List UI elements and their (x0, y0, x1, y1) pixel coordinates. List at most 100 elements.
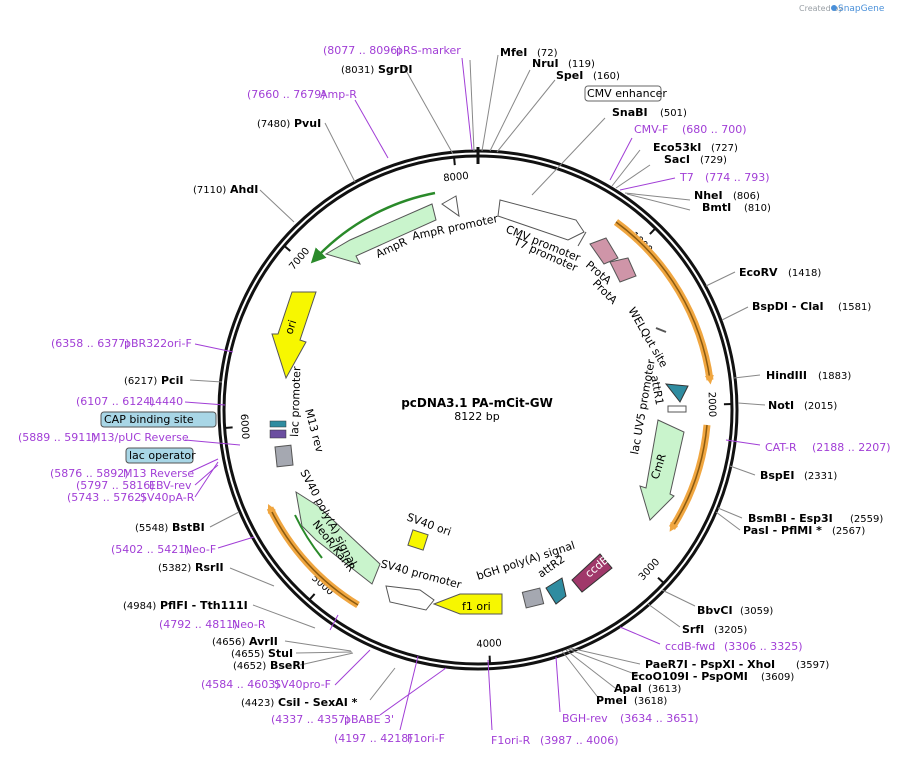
primer-label[interactable]: pBR322ori-F (124, 337, 192, 350)
enzyme-label[interactable]: AhdI (230, 183, 258, 196)
ring-tick-mark (657, 576, 665, 584)
primer-label[interactable]: pBABE 3' (344, 713, 394, 726)
f1-ori-label[interactable]: f1 ori (462, 600, 491, 613)
enzyme-label[interactable]: StuI (268, 647, 293, 660)
enzyme-position: (3597) (796, 660, 829, 671)
enzyme-label[interactable]: SnaBI (612, 106, 648, 119)
enzyme-label[interactable]: PaeR7I - PspXI - XhoI (645, 658, 775, 671)
ring-tick-label: 4000 (476, 638, 502, 650)
ring-tick-label: 7000 (287, 246, 312, 273)
cap-binding-site-label[interactable]: CAP binding site (104, 413, 194, 426)
attr1-label[interactable]: attR1 (648, 374, 666, 406)
enzyme-label[interactable]: BspDI - ClaI (752, 300, 824, 313)
enzyme-label[interactable]: HindIII (766, 369, 807, 382)
primer-label[interactable]: Neo-R (232, 618, 266, 631)
enzyme-position: (3618) (634, 696, 667, 707)
enzyme-label[interactable]: PvuI (294, 117, 321, 130)
primer-range: (680 .. 700) (682, 123, 747, 136)
lac-operator-label[interactable]: lac operator (129, 449, 196, 462)
enzyme-position: (2559) (850, 514, 883, 525)
primer-range: (4337 .. 4357) (271, 713, 350, 726)
lac-operator-label-box (125, 447, 194, 464)
enzyme-label[interactable]: NheI (694, 189, 723, 202)
cap-binding-site-box (100, 411, 217, 428)
primer-label[interactable]: T7 (679, 171, 694, 184)
primer-label[interactable]: Amp-R (320, 88, 357, 101)
enzyme-label[interactable]: BbvCI (697, 604, 733, 617)
primer-range: (4584 .. 4603) (201, 678, 280, 691)
primer-range: (5889 .. 5911) (18, 431, 97, 444)
primer-range: (8077 .. 8096) (323, 44, 402, 57)
primer-range: (4792 .. 4811) (159, 618, 238, 631)
prota-label-2[interactable]: ProtA (590, 277, 620, 307)
primer-label[interactable]: M13 Reverse (123, 467, 194, 480)
ori-arrow (271, 291, 317, 380)
enzyme-label[interactable]: BstBI (172, 521, 205, 534)
primer-label[interactable]: EBV-rev (149, 479, 192, 492)
primer-label[interactable]: F1ori-F (407, 732, 445, 745)
primer-label[interactable]: ccdB-fwd (665, 640, 715, 653)
enzyme-label[interactable]: SrfI (682, 623, 704, 636)
primer-labels: (8077 .. 8096) pRS-marker (7660 .. 7679)… (18, 44, 891, 747)
lac-promoter-box (269, 420, 287, 428)
enzyme-label[interactable]: SpeI (556, 69, 583, 82)
primer-label[interactable]: BGH-rev (562, 712, 608, 725)
enzyme-label[interactable]: PmeI (596, 694, 627, 707)
enzyme-label[interactable]: EcoRV (739, 266, 778, 279)
enzyme-label[interactable]: NotI (768, 399, 794, 412)
enzyme-position: (3205) (714, 625, 747, 636)
enzyme-label[interactable]: BsmBI - Esp3I (748, 512, 833, 525)
primer-label[interactable]: Neo-F (184, 543, 216, 556)
primer-label[interactable]: M13/pUC Reverse (91, 431, 189, 444)
m13-rev-label[interactable]: M13 rev (302, 407, 326, 454)
rna-arc-3-line (267, 503, 359, 606)
enzyme-position: (7480) (257, 119, 290, 130)
enzyme-label[interactable]: BseRI (270, 659, 305, 672)
rna-arc-1-line (615, 221, 714, 385)
enzyme-label[interactable]: NruI (532, 57, 559, 70)
primer-label[interactable]: SV40pA-R (140, 491, 195, 504)
sv40-polya-box (274, 444, 294, 468)
primer-label[interactable]: CAT-R (765, 441, 797, 454)
snapgene-logo-text: SnapGene (838, 4, 885, 14)
enzyme-position: (4423) (241, 698, 274, 709)
enzyme-position: (2331) (804, 471, 837, 482)
primer-label[interactable]: SV40pro-F (274, 678, 331, 691)
primer-label[interactable]: L4440 (149, 395, 183, 408)
primer-range: (6107 .. 6124) (76, 395, 155, 408)
enzyme-position: (72) (537, 48, 558, 59)
enzyme-label[interactable]: ApaI (614, 682, 642, 695)
enzyme-label[interactable]: PflFI - Tth111I (160, 599, 248, 612)
enzyme-label[interactable]: Eco53kI (653, 141, 701, 154)
cmv-enhancer-label[interactable]: CMV enhancer (587, 87, 667, 100)
cmv-promoter-arrow (497, 199, 585, 241)
enzyme-label[interactable]: MfeI (500, 46, 527, 59)
lac-promoter-label[interactable]: lac promoter (288, 366, 303, 437)
enzyme-label[interactable]: CsiI - SexAI * (278, 696, 358, 709)
enzyme-label[interactable]: RsrII (195, 561, 224, 574)
primer-range: (4197 .. 4218) (334, 732, 413, 745)
enzyme-label[interactable]: BspEI (760, 469, 794, 482)
enzyme-position: (1883) (818, 371, 851, 382)
enzyme-label[interactable]: PciI (161, 374, 183, 387)
primer-label[interactable]: F1ori-R (491, 734, 531, 747)
enzyme-label[interactable]: SacI (664, 153, 690, 166)
primer-label[interactable]: CMV-F (634, 123, 668, 136)
welqut-site-mark (655, 327, 667, 333)
enzyme-label[interactable]: PasI - PflMI * (743, 524, 822, 537)
enzyme-label[interactable]: AvrII (249, 635, 278, 648)
primer-label[interactable]: pRS-marker (396, 44, 461, 57)
enzyme-label[interactable]: EcoO109I - PspOMI (631, 670, 748, 683)
lac-uv5-promoter-label[interactable]: lac UV5 promoter (628, 358, 658, 456)
bgh-polya-box (521, 587, 545, 609)
enzyme-position: (2015) (804, 401, 837, 412)
attr1-arrow (664, 383, 689, 403)
enzyme-label[interactable]: SgrDI (378, 63, 412, 76)
enzyme-position: (5382) (158, 563, 191, 574)
primer-range: (5402 .. 5421) (111, 543, 190, 556)
enzyme-position: (160) (593, 71, 620, 82)
ori-label[interactable]: ori (282, 318, 299, 336)
enzyme-label[interactable]: BmtI (702, 201, 731, 214)
enzyme-position: (7110) (193, 185, 226, 196)
